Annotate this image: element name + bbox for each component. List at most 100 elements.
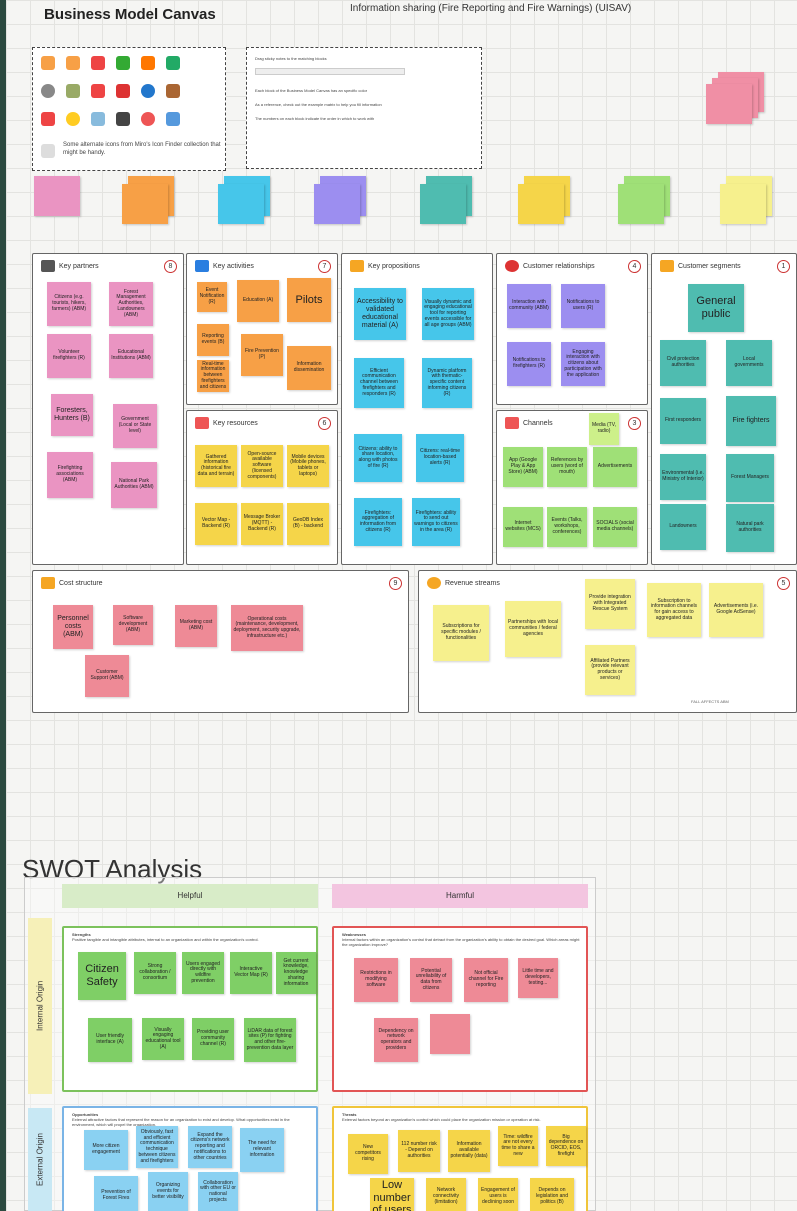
- sticky-note[interactable]: Citizens (e.g. tourists, hikers, farmers…: [47, 282, 91, 326]
- sticky-stack-orange[interactable]: [122, 184, 168, 224]
- sticky-note[interactable]: Volunteer firefighters (R): [47, 334, 91, 378]
- sticky-note[interactable]: Fire Prevention (P): [241, 334, 283, 376]
- sticky-note[interactable]: Reporting events (B): [197, 324, 229, 356]
- panel-value-propositions[interactable]: Key propositions Accessibility to valida…: [341, 253, 493, 565]
- sticky-note[interactable]: Time: wildfire are not every time to sha…: [498, 1126, 538, 1166]
- panel-channels[interactable]: Channels 3 Media (TV, radio) App (Google…: [496, 410, 648, 565]
- sticky-note[interactable]: Vector Map - Backend (R): [195, 503, 237, 545]
- panel-customer-relationships[interactable]: Customer relationships 4 Interaction wit…: [496, 253, 648, 405]
- sticky-note[interactable]: Low number of users: [370, 1178, 414, 1211]
- sticky-note[interactable]: References by users (word of mouth): [547, 447, 587, 487]
- sticky-stack-teal[interactable]: [420, 184, 466, 224]
- sticky-note[interactable]: Little time and developers, testing...: [518, 958, 558, 998]
- sticky-note[interactable]: Collaboration with other EU or national …: [198, 1172, 238, 1211]
- sticky-note[interactable]: Citizens: ability to share location, alo…: [354, 434, 402, 482]
- sticky-note[interactable]: Users engaged directly with wildfire pre…: [182, 952, 224, 994]
- sticky-stack[interactable]: [706, 84, 752, 124]
- sticky-note[interactable]: [430, 1014, 470, 1054]
- sticky-note[interactable]: Open-source available software (licensed…: [241, 445, 283, 487]
- sticky-note[interactable]: Citizen Safety: [78, 952, 126, 1000]
- sticky-note[interactable]: Civil protection authorities: [660, 340, 706, 386]
- panel-revenue-streams[interactable]: Revenue streams 5 Subscriptions for spec…: [418, 570, 797, 713]
- panel-cost-structure[interactable]: Cost structure 9 Personnel costs (ABM) S…: [32, 570, 409, 713]
- sticky-note[interactable]: The need for relevant information: [240, 1128, 284, 1172]
- sticky-note[interactable]: User friendly interface (A): [88, 1018, 132, 1062]
- sticky-note[interactable]: Provide integration with Integrated Resc…: [585, 579, 635, 629]
- sticky-note[interactable]: Notifications to firefighters (R): [507, 342, 551, 386]
- sticky-note[interactable]: Affiliated Partners (provide relevant pr…: [585, 645, 635, 695]
- sticky-note[interactable]: Dependency on network operators and prov…: [374, 1018, 418, 1062]
- sticky-note[interactable]: Expand the citizens's network reporting …: [188, 1126, 232, 1168]
- sticky-note[interactable]: Big dependence on ORCID, EOS, firefight: [546, 1126, 586, 1166]
- sticky-note[interactable]: Forest Management Authorities, Landowner…: [109, 282, 153, 326]
- sticky-note[interactable]: Organizing events for better visibility: [148, 1172, 188, 1211]
- sticky-note[interactable]: New competitors rising: [348, 1134, 388, 1174]
- sticky-note[interactable]: Visually engaging educational tool (A): [142, 1018, 184, 1060]
- sticky-note[interactable]: Providing user community channel (R): [192, 1018, 234, 1060]
- sticky-note[interactable]: Forest Managers: [726, 454, 774, 502]
- sticky-stack-pink[interactable]: [34, 176, 80, 216]
- canvas-board[interactable]: Business Model Canvas Information sharin…: [6, 0, 797, 1211]
- sticky-note[interactable]: Educational Institutions (ABM): [109, 334, 153, 378]
- sticky-note[interactable]: Prevention of Forest Fires: [94, 1176, 138, 1211]
- sticky-note[interactable]: Strong collaboration / consortium: [134, 952, 176, 994]
- sticky-note[interactable]: Events (Talks, workshops, conferences): [547, 507, 587, 547]
- sticky-note[interactable]: Efficient communication channel between …: [354, 358, 404, 408]
- sticky-note[interactable]: Get current knowledge, knowledge sharing…: [276, 952, 316, 994]
- sticky-note[interactable]: Subscriptions for specific modules / fun…: [433, 605, 489, 661]
- sticky-note[interactable]: Restrictions in modifying software: [354, 958, 398, 1002]
- sticky-note[interactable]: Notifications to users (R): [561, 284, 605, 328]
- sticky-note[interactable]: Event Notification (R): [197, 282, 227, 312]
- sticky-note[interactable]: Firefighters: ability to send out warnin…: [412, 498, 460, 546]
- sticky-note[interactable]: Internet websites (MCS): [503, 507, 543, 547]
- sticky-note[interactable]: Advertisements (i.e. Google AdSense): [709, 583, 763, 637]
- sticky-stack-green[interactable]: [618, 184, 664, 224]
- sticky-note[interactable]: Media (TV, radio): [589, 413, 619, 445]
- sticky-note[interactable]: Environmental (i.e. Ministry of Interior…: [660, 454, 706, 500]
- sticky-note[interactable]: Local governments: [726, 340, 772, 386]
- sticky-note[interactable]: Operational costs (maintenance, developm…: [231, 605, 303, 651]
- sticky-note[interactable]: Information available potentially (data): [448, 1130, 490, 1172]
- sticky-note[interactable]: Interactive Vector Map (R): [230, 952, 272, 994]
- sticky-note[interactable]: Firefighters: aggregation of information…: [354, 498, 402, 546]
- sticky-note[interactable]: Landowners: [660, 504, 706, 550]
- sticky-note[interactable]: 112 number risk - Depend on authorities: [398, 1130, 440, 1172]
- sticky-note[interactable]: Citizens: real-time location-based alert…: [416, 434, 464, 482]
- sticky-note[interactable]: More citizen engagement: [84, 1130, 128, 1170]
- sticky-note[interactable]: Visually dynamic and engaging educationa…: [422, 288, 474, 340]
- sticky-note[interactable]: Interaction with community (ABM): [507, 284, 551, 328]
- sticky-stack-lightyellow[interactable]: [720, 184, 766, 224]
- panel-key-partners[interactable]: Key partners 8 Citizens (e.g. tourists, …: [32, 253, 184, 565]
- panel-customer-segments[interactable]: Customer segments 1 General public Civil…: [651, 253, 797, 565]
- sticky-note[interactable]: LiDAR data of forest sites (P) for fight…: [244, 1018, 296, 1062]
- sticky-note[interactable]: Foresters, Hunters (B): [51, 394, 93, 436]
- sticky-note[interactable]: Software development (ABM): [113, 605, 153, 645]
- sticky-note[interactable]: Real-time information between firefighte…: [197, 360, 229, 392]
- sticky-note[interactable]: Potential unreliability of data from cit…: [410, 958, 452, 1002]
- sticky-note[interactable]: Personnel costs (ABM): [53, 605, 93, 649]
- sticky-note[interactable]: Customer Support (ABM): [85, 655, 129, 697]
- sticky-note[interactable]: National Park Authorities (ABM): [111, 462, 157, 508]
- sticky-note[interactable]: Obviously, fast and efficient communicat…: [136, 1126, 178, 1168]
- sticky-note[interactable]: Network connectivity (limitation): [426, 1178, 466, 1211]
- sticky-note[interactable]: Subscription to information channels for…: [647, 583, 701, 637]
- sticky-note[interactable]: Gathered information (historical fire da…: [195, 445, 237, 487]
- sticky-note[interactable]: Engagement of users is declining soon: [478, 1178, 518, 1211]
- sticky-note[interactable]: SOCIALS (social media channels): [593, 507, 637, 547]
- sticky-note[interactable]: App (Google Play & App Store) (ABM): [503, 447, 543, 487]
- sticky-note[interactable]: Depends on legislation and politics (B): [530, 1178, 574, 1211]
- sticky-stack-blue[interactable]: [218, 184, 264, 224]
- sticky-note[interactable]: Accessibility to validated educational m…: [354, 288, 406, 340]
- sticky-note[interactable]: Advertisements: [593, 447, 637, 487]
- panel-key-resources[interactable]: Key resources 6 Gathered information (hi…: [186, 410, 338, 565]
- sticky-note[interactable]: Partnerships with local communities / fe…: [505, 601, 561, 657]
- sticky-note[interactable]: Natural park authorities: [726, 504, 774, 552]
- sticky-note[interactable]: Dynamic platform with thematic-specific …: [422, 358, 472, 408]
- sticky-note[interactable]: Firefighting associations (ABM): [47, 452, 93, 498]
- sticky-stack-yellow[interactable]: [518, 184, 564, 224]
- sticky-note[interactable]: Pilots: [287, 278, 331, 322]
- sticky-note[interactable]: Government (Local or State level): [113, 404, 157, 448]
